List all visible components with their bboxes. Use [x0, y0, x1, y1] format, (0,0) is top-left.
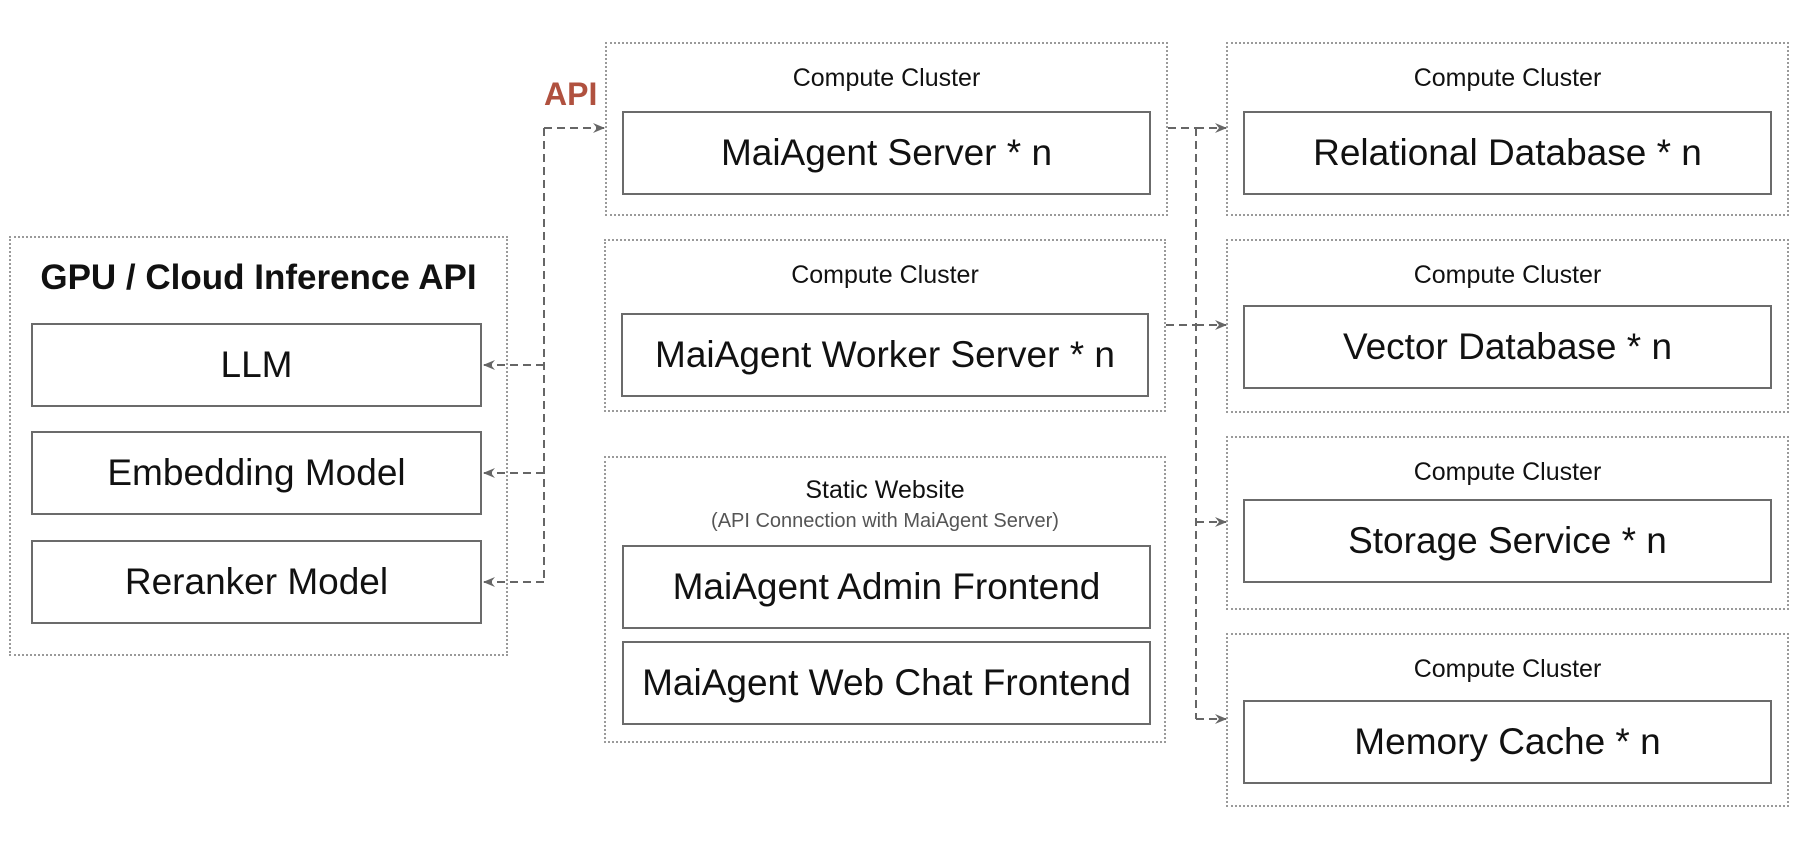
maiagent-server-box: MaiAgent Server * n: [622, 111, 1151, 195]
llm-box: LLM: [31, 323, 482, 407]
memory-cache-cluster: Compute Cluster: [1226, 633, 1789, 807]
server-cluster-label: Compute Cluster: [792, 64, 981, 92]
reranker-model-box: Reranker Model: [31, 540, 482, 624]
storage-service-cluster-label: Compute Cluster: [1413, 458, 1602, 486]
static-website-label: Static Website: [805, 476, 965, 504]
vector-database-box: Vector Database * n: [1243, 305, 1772, 389]
relational-database-cluster-label: Compute Cluster: [1413, 64, 1602, 92]
storage-service-cluster: Compute Cluster: [1226, 436, 1789, 610]
static-website-group: Static Website (API Connection with MaiA…: [604, 456, 1166, 743]
maiagent-worker-server-box: MaiAgent Worker Server * n: [621, 313, 1149, 397]
worker-cluster-label: Compute Cluster: [791, 261, 979, 289]
maiagent-admin-frontend-box: MaiAgent Admin Frontend: [622, 545, 1151, 629]
relational-database-cluster: Compute Cluster: [1226, 42, 1789, 216]
maiagent-web-chat-frontend-box: MaiAgent Web Chat Frontend: [622, 641, 1151, 725]
vector-database-cluster: Compute Cluster: [1226, 239, 1789, 413]
static-website-sublabel: (API Connection with MaiAgent Server): [711, 510, 1059, 532]
storage-service-box: Storage Service * n: [1243, 499, 1772, 583]
gpu-group-title: GPU / Cloud Inference API: [40, 258, 477, 297]
embedding-model-box: Embedding Model: [31, 431, 482, 515]
api-label: API: [544, 76, 598, 112]
gpu-cloud-inference-group: GPU / Cloud Inference API: [9, 236, 508, 656]
memory-cache-box: Memory Cache * n: [1243, 700, 1772, 784]
worker-compute-cluster: Compute Cluster: [604, 239, 1166, 412]
memory-cache-cluster-label: Compute Cluster: [1413, 655, 1602, 683]
vector-database-cluster-label: Compute Cluster: [1413, 261, 1602, 289]
server-compute-cluster: Compute Cluster: [605, 42, 1168, 216]
relational-database-box: Relational Database * n: [1243, 111, 1772, 195]
